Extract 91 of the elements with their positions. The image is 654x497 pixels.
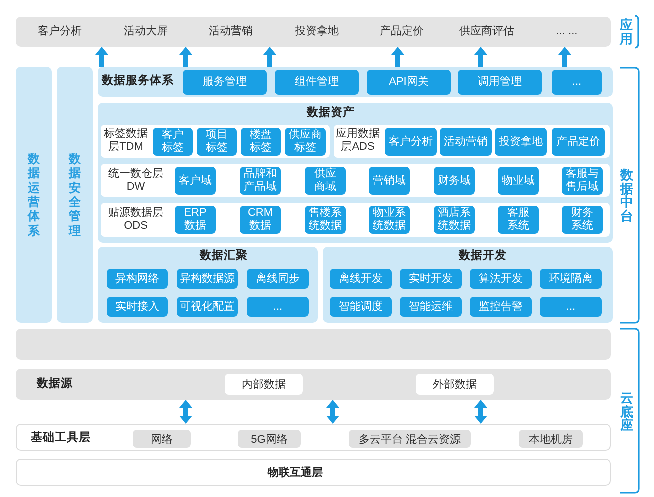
layer-label: 统一数仓层DW — [108, 168, 164, 194]
layer-label: 贴源数据层ODS — [108, 206, 164, 234]
module-box: 调用管理 — [458, 70, 542, 95]
module-box: 环境隔离 — [540, 269, 602, 289]
app-label: 活动营销 — [209, 25, 253, 39]
module-box: 供应商标签 — [285, 128, 326, 156]
source-box: 外部数据 — [416, 374, 494, 395]
module-box: 客服系统 — [498, 206, 539, 234]
side-column: 数据运营体系 — [16, 67, 52, 323]
module-box: 项目标签 — [197, 128, 237, 156]
module-box: 离线同步 — [247, 269, 309, 289]
module-box: 财务域 — [434, 167, 475, 195]
layer-row — [101, 203, 610, 237]
module-box: 客服与售后域 — [562, 167, 603, 195]
module-box: 财务系统 — [562, 206, 603, 234]
module-box: 客户分析 — [385, 128, 437, 156]
double-arrow — [326, 400, 340, 424]
module-box: 异构数据源 — [177, 269, 238, 289]
app-label: 产品定价 — [380, 25, 424, 39]
app-label: ... ... — [556, 25, 578, 39]
app-label: 活动大屏 — [124, 25, 168, 39]
module-box: 品牌和产品域 — [240, 167, 281, 195]
arrow — [264, 47, 276, 67]
source-band — [16, 369, 611, 400]
group-panel — [323, 247, 613, 323]
panel-title: 数据汇聚 — [200, 250, 248, 264]
module-box: ERP数据 — [175, 206, 216, 234]
module-box: 服务管理 — [183, 70, 267, 95]
resource-chip: 多云平台 混合云资源 — [349, 430, 471, 448]
blank-band — [16, 329, 611, 360]
layer-row — [334, 125, 610, 158]
module-box: 可视化配置 — [177, 297, 238, 317]
module-box: 智能调度 — [330, 297, 392, 317]
app-label: 投资拿地 — [295, 25, 339, 39]
resource-chip: 网络 — [133, 430, 191, 448]
module-box: 算法开发 — [470, 269, 532, 289]
arrow — [180, 47, 192, 67]
panel-title: 数据开发 — [459, 250, 507, 264]
module-box: 楼盘标签 — [241, 128, 281, 156]
bracket-label: 应用 — [620, 18, 633, 46]
resource-chip: 5G网络 — [238, 430, 301, 448]
module-box: ... — [552, 70, 602, 95]
module-box: ... — [540, 297, 602, 317]
module-box: 实时接入 — [107, 297, 168, 317]
module-box: 物业系统数据 — [369, 206, 410, 234]
module-box: 产品定价 — [552, 128, 605, 156]
band-title: 基础工具层 — [31, 432, 91, 446]
service-band — [98, 67, 613, 97]
resource-chip: 本地机房 — [519, 430, 583, 448]
module-box: ... — [247, 297, 309, 317]
double-arrow — [180, 400, 192, 424]
module-box: 营销域 — [369, 167, 410, 195]
layer-label: 标签数据层TDM — [103, 128, 149, 154]
module-box: 酒店系统数据 — [434, 206, 475, 234]
module-box: 物业域 — [498, 167, 539, 195]
band-title: 数据源 — [37, 378, 73, 392]
arrow — [474, 47, 488, 67]
module-box: API网关 — [367, 70, 451, 95]
arrow — [392, 47, 404, 67]
module-box: 智能运维 — [400, 297, 462, 317]
app-label: 客户分析 — [38, 25, 82, 39]
layer-band: 物联互通层 — [16, 459, 611, 486]
asset-panel — [98, 103, 613, 243]
module-box: 监控告警 — [470, 297, 532, 317]
module-box: CRM数据 — [240, 206, 281, 234]
module-box: 活动营销 — [440, 128, 492, 156]
module-box: 实时开发 — [400, 269, 462, 289]
app-label: 供应商评估 — [460, 25, 514, 39]
layer-label: 应用数据层ADS — [335, 128, 381, 154]
bracket-label: 云底座 — [620, 392, 634, 432]
module-box: 投资拿地 — [495, 128, 547, 156]
layer-row — [101, 164, 610, 197]
module-box: 客户标签 — [153, 128, 193, 156]
source-box: 内部数据 — [225, 374, 303, 395]
side-column: 数据安全管理 — [57, 67, 93, 323]
panel-title: 数据资产 — [307, 107, 355, 121]
module-box: 客户域 — [175, 167, 216, 195]
module-box: 供应商域 — [305, 167, 346, 195]
module-box: 离线开发 — [330, 269, 392, 289]
bracket-label: 数据中台 — [620, 168, 634, 224]
layer-row — [101, 125, 330, 158]
arrow — [96, 47, 108, 67]
app-band — [16, 17, 611, 47]
arrow — [558, 47, 572, 67]
tool-band — [16, 424, 611, 451]
band-title: 数据服务体系 — [102, 75, 174, 89]
module-box: 异构网络 — [107, 269, 168, 289]
double-arrow — [474, 400, 488, 424]
module-box: 组件管理 — [275, 70, 359, 95]
group-panel — [98, 247, 318, 323]
module-box: 售楼系统数据 — [305, 206, 346, 234]
